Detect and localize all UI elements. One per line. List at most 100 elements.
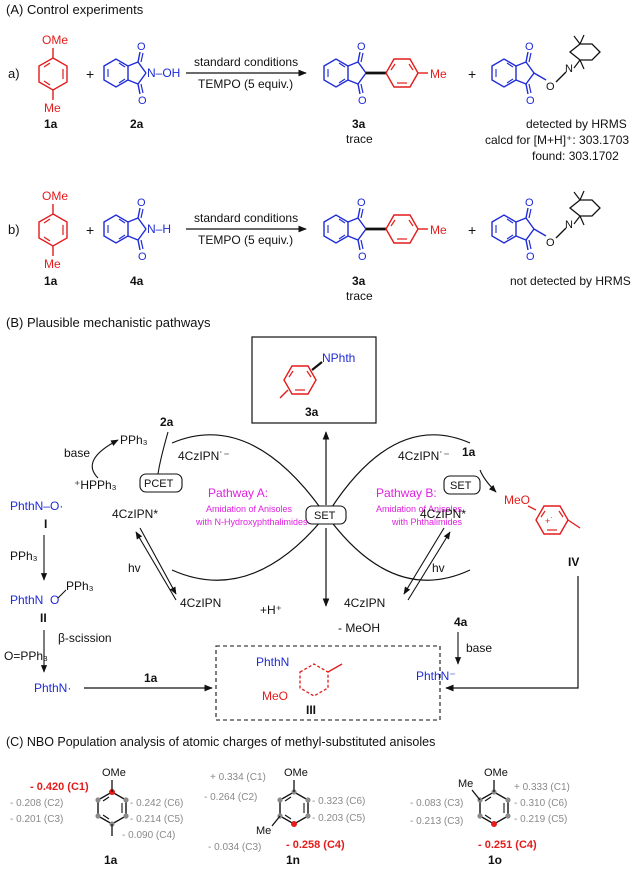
m3-c3a: - 0.083 (C3) <box>410 798 463 809</box>
section-c-title: (C) NBO Population analysis of atomic ch… <box>6 735 435 749</box>
species-i: PhthN–O· <box>10 499 63 513</box>
row-a-trace: trace <box>346 132 373 146</box>
row-b-adduct-o: O <box>546 237 555 249</box>
row-a-product-me: Me <box>430 67 447 81</box>
m3-c1: + 0.333 (C1) <box>514 782 570 793</box>
hv-right: hv <box>432 561 445 575</box>
pathway-b-title: Pathway B: <box>376 486 437 500</box>
cz-a-radical: 4CzIPN˙⁻ <box>178 449 230 463</box>
cycles: SET Pathway A: Amidation of Anisoles wit… <box>112 431 471 635</box>
m1-c3: - 0.201 (C3) <box>10 814 63 825</box>
meoh: - MeOH <box>338 621 380 635</box>
row-a-hrms-2: calcd for [M+H]⁺: 303.1703 <box>485 133 629 147</box>
reagent-4a: 4a <box>454 615 468 629</box>
m2-c2: - 0.264 (C2) <box>204 792 257 803</box>
m2-label: 1n <box>286 853 300 867</box>
row-a-plus1: + <box>86 66 94 82</box>
m2-c3: - 0.034 (C3) <box>208 842 261 853</box>
row-b-4a: 4a <box>130 274 144 288</box>
row-b-hrms: not detected by HRMS <box>510 274 631 288</box>
row-b-cond-top: standard conditions <box>194 211 298 225</box>
nbo-1a: OMe - 0.420 (C1) - 0.208 (C2) - 0.201 (C… <box>10 767 183 867</box>
row-a-adduct-o: O <box>546 81 555 93</box>
row-b-label: b) <box>8 222 20 237</box>
pathway-a-title: Pathway A: <box>208 486 268 500</box>
m2-c1: + 0.334 (C1) <box>210 772 266 783</box>
m1-c1: - 0.420 (C1) <box>30 781 89 793</box>
row-a-2a: 2a <box>130 117 144 131</box>
m2-c4: - 0.258 (C4) <box>286 839 345 851</box>
radcat-charge: +˙ <box>545 516 553 526</box>
row-b-ome: OMe <box>42 189 68 203</box>
radcat-meo: MeO <box>504 493 530 507</box>
beta-scission: β-scission <box>58 631 112 645</box>
row-a-hrms-1: detected by HRMS <box>526 117 627 131</box>
phthn-anion: PhthN⁻ <box>416 669 456 683</box>
m1-c5: - 0.214 (C5) <box>130 814 183 825</box>
m3-me: Me <box>458 778 473 790</box>
hpph3: ⁺HPPh₃ <box>74 478 117 492</box>
m3-c3b: - 0.213 (C3) <box>410 816 463 827</box>
m2-ome: OMe <box>284 767 308 779</box>
label-iv: IV <box>568 555 579 569</box>
pathway-a-chain: 2a PPh₃ base ⁺HPPh₃ PCET PhthN–O· I PPh₃… <box>4 415 213 695</box>
m2-me: Me <box>256 825 271 837</box>
pcet: PCET <box>144 478 174 490</box>
label-i: I <box>44 517 47 531</box>
m1-c6: - 0.242 (C6) <box>130 798 183 809</box>
m2-c6: - 0.323 (C6) <box>312 796 365 807</box>
reagent-1a-top: 1a <box>462 445 476 459</box>
product-box: NPhth 3a <box>251 336 377 424</box>
row-a: a) OMe Me 1a + N–OH 2a standard conditio… <box>8 33 629 163</box>
int-phthn: PhthN <box>256 655 289 669</box>
cz-a-excited: 4CzIPN* <box>112 507 158 521</box>
m3-c4: - 0.251 (C4) <box>478 839 537 851</box>
row-b-plus2: + <box>468 222 476 238</box>
opph3: O=PPh₃ <box>4 649 48 663</box>
m1-c4: - 0.090 (C4) <box>122 830 175 841</box>
row-a-1a: 1a <box>44 117 58 131</box>
row-b-1a: 1a <box>44 274 58 288</box>
row-b-product-me: Me <box>430 223 447 237</box>
cz-b-excited: 4CzIPN* <box>420 507 466 521</box>
nbo-1o: OMe Me + 0.333 (C1) - 0.083 (C3) - 0.213… <box>410 767 570 867</box>
pathway-b-chain: 1a SET MeO +˙ IV 4a base PhthN⁻ <box>416 445 581 692</box>
section-b-title: (B) Plausible mechanistic pathways <box>6 315 211 330</box>
row-a-hrms-3: found: 303.1702 <box>532 149 619 163</box>
species-ii-c: PPh₃ <box>66 579 94 593</box>
row-b-trace: trace <box>346 289 373 303</box>
set-center-box <box>305 505 347 525</box>
m3-c6: - 0.310 (C6) <box>514 798 567 809</box>
m2-c5: - 0.203 (C5) <box>312 813 365 824</box>
row-b-adduct-n: N <box>565 219 573 231</box>
pathway-b-l2: with Phthalimides <box>391 517 463 527</box>
int-meo: MeO <box>262 689 288 703</box>
set-right-box <box>443 475 481 495</box>
reagent-1a-bottom: 1a <box>144 671 158 685</box>
row-b-me: Me <box>44 257 61 271</box>
product-3a: 3a <box>305 405 319 419</box>
label-ii: II <box>40 611 47 625</box>
row-a-adduct-n: N <box>565 63 573 75</box>
row-a-label: a) <box>8 66 20 81</box>
m1-ome: OMe <box>102 767 126 779</box>
m3-c5: - 0.219 (C5) <box>514 814 567 825</box>
pph3-top: PPh₃ <box>120 433 148 447</box>
row-a-cond-bottom: TEMPO (5 equiv.) <box>198 77 293 91</box>
row-a-noh: N–OH <box>147 66 180 80</box>
cz-b-ground: 4CzIPN <box>344 596 385 610</box>
row-b-3a: 3a <box>352 274 366 288</box>
set-right: SET <box>450 480 472 492</box>
cz-a-ground: 4CzIPN <box>180 596 221 610</box>
phthn-radical: PhthN· <box>34 681 71 695</box>
row-b-cond-bottom: TEMPO (5 equiv.) <box>198 233 293 247</box>
pathway-b-l1: Amidation of Anisoles <box>376 504 463 514</box>
base-left: base <box>64 446 90 460</box>
set-center: SET <box>314 510 336 522</box>
m1-label: 1a <box>104 853 118 867</box>
product-nphth: NPhth <box>322 351 355 365</box>
base-right: base <box>466 641 492 655</box>
pathway-a-l1: Amidation of Anisoles <box>206 504 293 514</box>
intermediate-iii: PhthN MeO III <box>215 645 441 721</box>
